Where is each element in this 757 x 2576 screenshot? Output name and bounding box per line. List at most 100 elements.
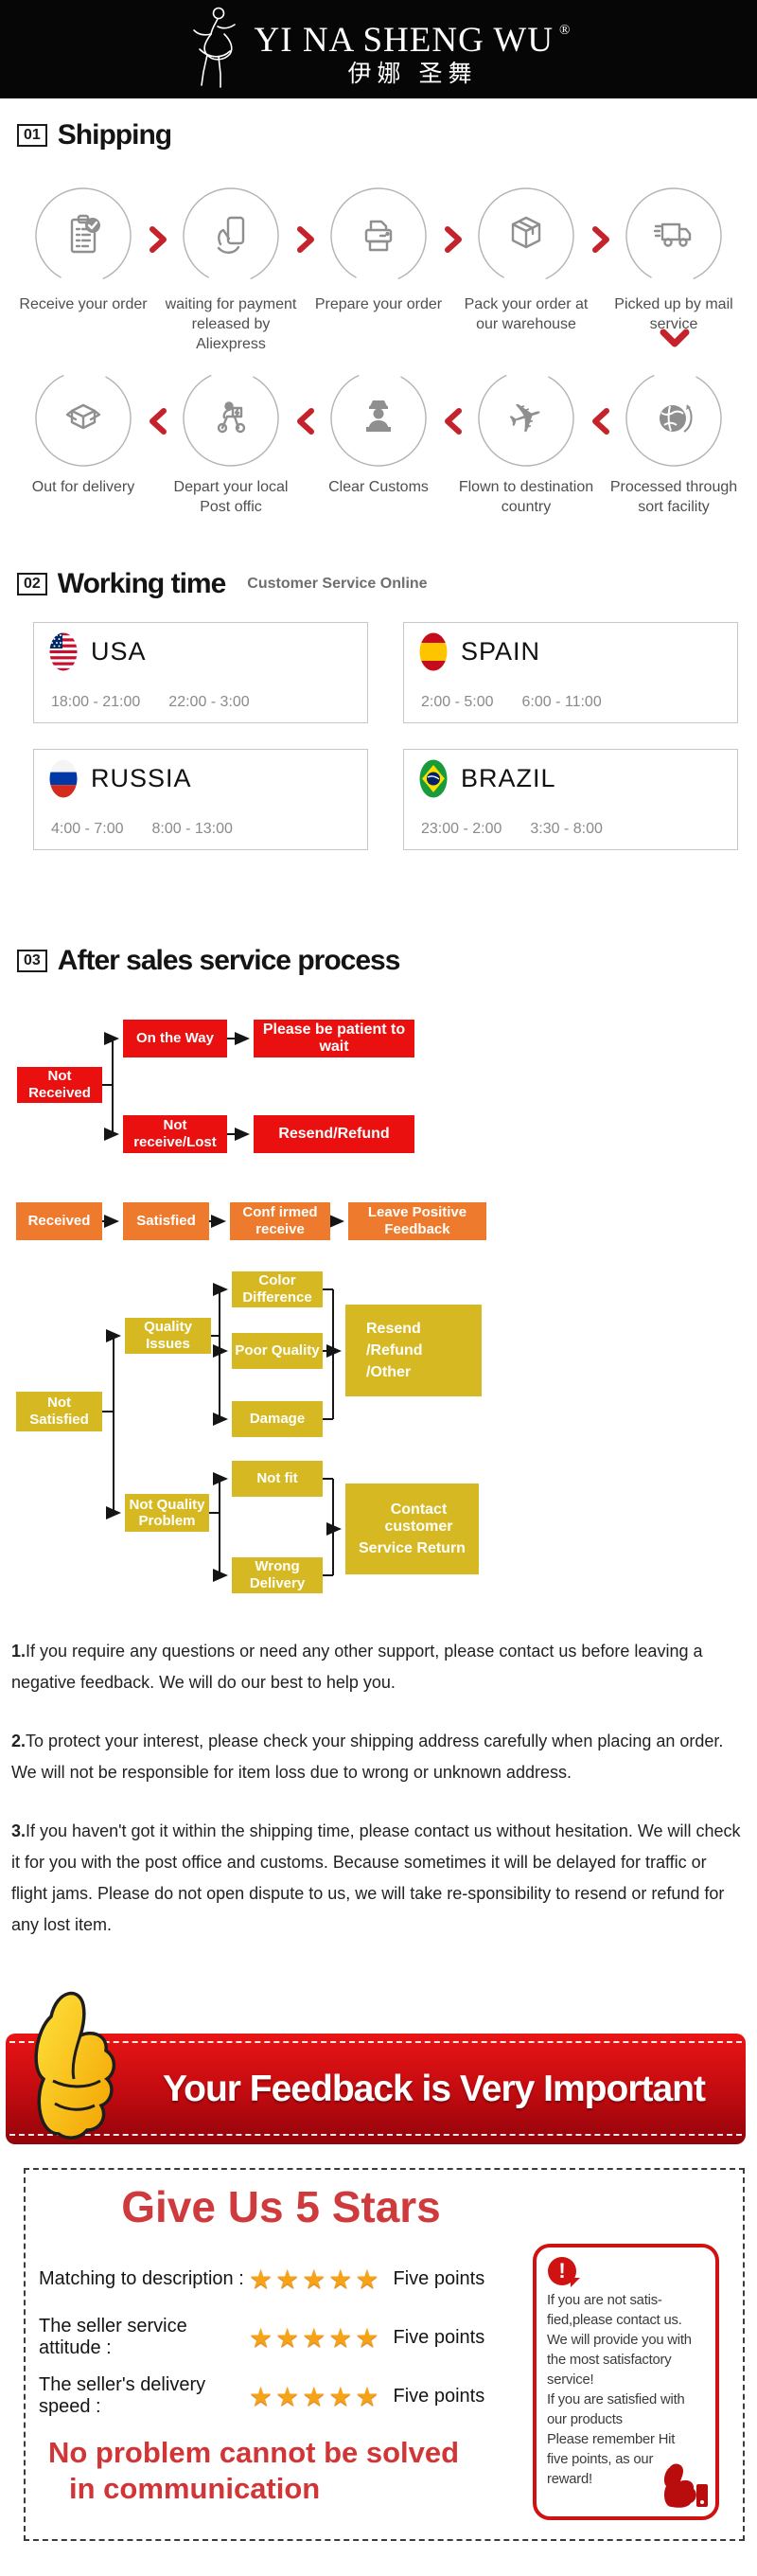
note-number: 2. xyxy=(11,1732,26,1750)
open-box-icon xyxy=(32,367,134,470)
svg-text:✈: ✈ xyxy=(502,390,550,447)
section-number: 03 xyxy=(17,950,47,972)
chevron-right-icon xyxy=(150,226,167,253)
chevron-right-icon xyxy=(592,226,609,253)
section-after-sales-header: 03 After sales service process xyxy=(17,945,400,977)
note-number: 3. xyxy=(11,1821,26,1840)
service-hours: 2:00 - 5:00 xyxy=(421,694,494,710)
shipping-step: Pack your order at our warehouse xyxy=(452,185,600,354)
step-label: Picked up by mail service xyxy=(614,296,733,332)
red-thumbs-up-icon xyxy=(663,2463,708,2508)
flow-node-resend-refund-other: Resend /Refund /Other xyxy=(345,1305,482,1396)
package-icon xyxy=(475,185,577,287)
rating-row-service: The seller service attitude : ★★★★★ Five… xyxy=(39,2314,484,2361)
flow-node-poor-quality: Poor Quality xyxy=(232,1333,323,1369)
step-label: Clear Customs xyxy=(328,479,429,495)
clipboard-check-icon xyxy=(32,185,134,287)
service-hours: 6:00 - 11:00 xyxy=(521,694,602,710)
flow-node-damage: Damage xyxy=(232,1401,323,1437)
flowchart-connectors xyxy=(102,1032,344,1582)
flow-node-contact-customer: Contact customer Service Return xyxy=(345,1483,479,1574)
step-label: Depart your local Post offic xyxy=(173,479,289,515)
tip-line: If you are not satis- xyxy=(547,2293,662,2308)
tip-line: fied,please contact us. xyxy=(547,2313,682,2328)
section-title: Shipping xyxy=(57,119,172,151)
brand-block: YI NA SHENG WU® 伊娜 圣舞 xyxy=(255,11,572,88)
satisfaction-tip-box: ! If you are not satis- fied,please cont… xyxy=(533,2244,719,2520)
brand-name-chinese: 伊娜 圣舞 xyxy=(347,60,478,87)
note-text: If you require any questions or need any… xyxy=(11,1642,703,1692)
shipping-step: Clear Customs xyxy=(305,367,452,517)
registered-mark: ® xyxy=(559,22,572,38)
tip-line: reward! xyxy=(547,2472,592,2487)
flow-node-quality-issues: Quality Issues xyxy=(125,1318,211,1354)
exclamation-icon: ! xyxy=(548,2257,580,2287)
five-stars-icons: ★★★★★ xyxy=(249,2381,382,2411)
brand-text: YI NA SHENG WU xyxy=(254,20,555,60)
feedback-banner: Your Feedback is Very Important xyxy=(6,2034,746,2144)
shipping-step: waiting for payment released by Aliexpre… xyxy=(157,185,305,354)
flow-node-on-the-way: On the Way xyxy=(123,1020,227,1057)
shipping-step: Out for delivery xyxy=(9,367,157,517)
rating-label: Matching to description : xyxy=(39,2267,244,2289)
customs-officer-icon xyxy=(327,367,430,470)
brazil-flag-icon xyxy=(419,759,448,798)
flow-node-wrong-delivery: Wrong Delivery xyxy=(232,1557,323,1593)
section-subtitle: Customer Service Online xyxy=(247,576,428,592)
five-stars-box: Give Us 5 Stars Matching to description … xyxy=(24,2168,745,2541)
five-stars-icons: ★★★★★ xyxy=(249,2322,382,2353)
thumbs-up-icon xyxy=(34,1991,116,2140)
rating-points: Five points xyxy=(393,2385,485,2407)
note-1: 1.If you require any questions or need a… xyxy=(11,1636,742,1698)
note-text: If you haven't got it within the shippin… xyxy=(11,1821,741,1934)
rating-label: The seller's delivery speed : xyxy=(39,2374,206,2417)
shipping-row-2: Out for delivery Depart your local Post … xyxy=(9,367,748,517)
section-working-time-header: 02 Working time Customer Service Online xyxy=(17,568,428,600)
note-text: To protect your interest, please check y… xyxy=(11,1732,724,1782)
flow-node-resend-refund: Resend/Refund xyxy=(254,1115,414,1153)
after-sales-flowchart: Not Received On the Way Please be patien… xyxy=(0,1004,757,1628)
flow-node-line: Contact customer xyxy=(384,1501,453,1535)
slogan-line-1: No problem cannot be solved xyxy=(48,2436,460,2469)
chevron-left-icon xyxy=(150,408,167,435)
chevron-left-icon xyxy=(592,408,609,435)
flow-node-line: /Other xyxy=(366,1363,412,1380)
rating-row-description: Matching to description : ★★★★★ Five poi… xyxy=(39,2255,484,2302)
five-stars-icons: ★★★★★ xyxy=(249,2264,382,2294)
airplane-icon: ✈ xyxy=(475,367,577,470)
step-label: Receive your order xyxy=(19,296,148,312)
brand-name: YI NA SHENG WU® xyxy=(255,11,572,60)
policy-notes: 1.If you require any questions or need a… xyxy=(11,1636,742,1968)
slogan-line-2: in communication xyxy=(69,2472,321,2505)
chevron-right-icon xyxy=(297,226,314,253)
rating-label: The seller service attitude : xyxy=(39,2316,187,2358)
section-number: 01 xyxy=(17,124,47,147)
section-shipping-header: 01 Shipping xyxy=(17,119,172,151)
country-name: USA xyxy=(91,637,147,666)
flow-node-not-receive-lost: Not receive/Lost xyxy=(123,1115,227,1153)
country-name: RUSSIA xyxy=(91,764,192,792)
tip-line: Please remember Hit xyxy=(547,2432,676,2447)
flow-node-received: Received xyxy=(16,1202,102,1240)
russia-flag-icon xyxy=(49,759,78,798)
flow-node-line: Not Quality xyxy=(129,1497,205,1513)
truck-icon xyxy=(623,185,725,287)
communication-slogan: No problem cannot be solved in communica… xyxy=(48,2435,459,2507)
globe-icon xyxy=(623,367,725,470)
chevron-left-icon xyxy=(297,408,314,435)
shipping-step: Picked up by mail service xyxy=(600,185,748,354)
flow-node-leave-positive-feedback: Leave Positive Feedback xyxy=(348,1202,486,1240)
shipping-step: Prepare your order xyxy=(305,185,452,354)
rating-row-delivery: The seller's delivery speed : ★★★★★ Five… xyxy=(39,2372,484,2420)
banner-text: Your Feedback is Very Important xyxy=(163,2068,706,2109)
tip-line: service! xyxy=(547,2372,594,2388)
section-title: Working time xyxy=(57,568,226,599)
usa-flag-icon xyxy=(49,632,78,671)
rating-points: Five points xyxy=(393,2326,485,2348)
tip-line: If you are satisfied with xyxy=(547,2392,685,2407)
